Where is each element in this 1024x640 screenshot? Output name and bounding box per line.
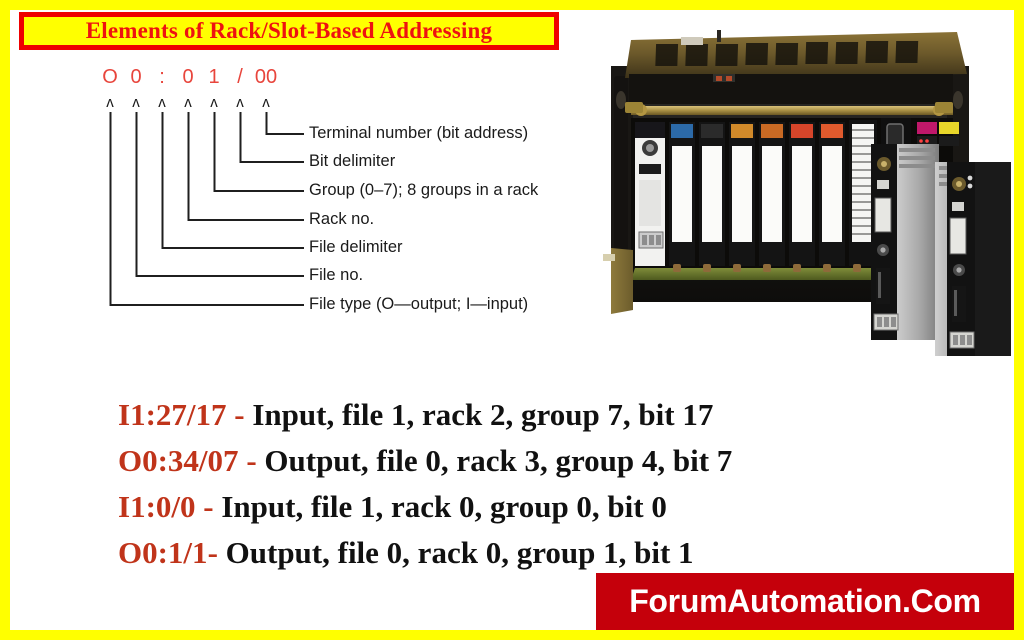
leader-label-terminal-number: Terminal number (bit address): [309, 124, 529, 142]
leader-label-file-type: File type (O—output; I—input): [309, 295, 529, 313]
caret-marker-0: ʌ: [106, 94, 114, 111]
leader-label-bit-delimiter: Bit delimiter: [309, 152, 396, 170]
example-address: O0:1/1: [118, 535, 208, 570]
address-breakdown-diagram: O 0 : 0 1 / 00 ʌ ʌ ʌ ʌ ʌ ʌ ʌ: [90, 58, 610, 323]
example-line: I1:0/0 - Input, file 1, rack 0, group 0,…: [118, 484, 918, 530]
title-banner: Elements of Rack/Slot-Based Addressing: [19, 12, 559, 50]
example-separator: -: [195, 489, 222, 524]
caret-marker-1: ʌ: [132, 94, 140, 111]
example-description: Input, file 1, rack 0, group 0, bit 0: [221, 489, 667, 524]
address-char-1: 0: [130, 66, 142, 88]
example-line: O0:34/07 - Output, file 0, rack 3, group…: [118, 438, 918, 484]
address-char-2: :: [159, 66, 165, 88]
example-line: I1:27/17 - Input, file 1, rack 2, group …: [118, 392, 918, 438]
address-char-0: O: [102, 66, 118, 88]
caret-marker-4: ʌ: [210, 94, 218, 111]
example-address: O0:34/07: [118, 443, 239, 478]
example-line: O0:1/1- Output, file 0, rack 0, group 1,…: [118, 530, 918, 576]
caret-marker-3: ʌ: [184, 94, 192, 111]
leader-label-file-no: File no.: [309, 266, 364, 284]
leader-label-rack-no: Rack no.: [309, 210, 375, 228]
brand-name: ForumAutomation.Com: [629, 583, 981, 619]
address-char-3: 0: [182, 66, 194, 88]
example-description: Output, file 0, rack 3, group 4, bit 7: [264, 443, 733, 478]
caret-marker-2: ʌ: [158, 94, 166, 111]
example-address: I1:0/0: [118, 489, 196, 524]
page-title: Elements of Rack/Slot-Based Addressing: [85, 18, 493, 43]
example-separator: -: [207, 535, 226, 570]
address-char-6: 00: [254, 66, 278, 88]
example-address-list: I1:27/17 - Input, file 1, rack 2, group …: [118, 392, 918, 576]
example-description: Input, file 1, rack 2, group 7, bit 17: [252, 397, 714, 432]
example-address: I1:27/17: [118, 397, 227, 432]
poster-inner-page: Elements of Rack/Slot-Based Addressing O…: [10, 10, 1014, 630]
leader-label-file-delimiter: File delimiter: [309, 238, 403, 256]
plc-rack-image: [595, 18, 1014, 388]
example-description: Output, file 0, rack 0, group 1, bit 1: [225, 535, 694, 570]
caret-marker-6: ʌ: [262, 94, 270, 111]
example-separator: -: [238, 443, 265, 478]
leader-lines: [109, 112, 304, 306]
brand-banner: ForumAutomation.Com: [596, 573, 1014, 630]
example-separator: -: [226, 397, 253, 432]
address-char-4: 1: [208, 66, 220, 88]
address-char-5: /: [237, 66, 243, 88]
leader-label-group: Group (0–7); 8 groups in a rack: [309, 181, 539, 199]
caret-marker-5: ʌ: [236, 94, 244, 111]
